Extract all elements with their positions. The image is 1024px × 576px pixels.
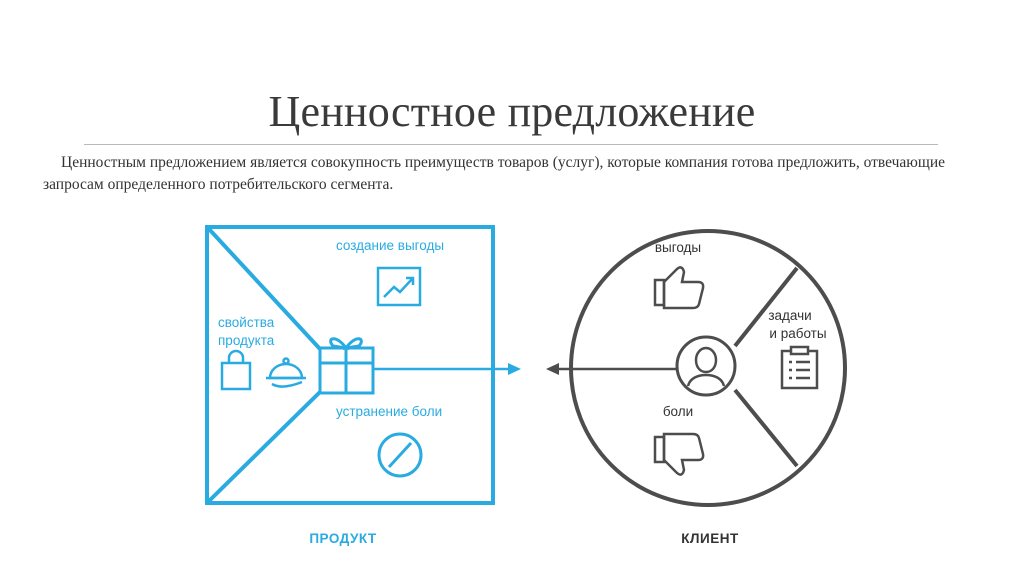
clipboard-icon [780, 345, 819, 390]
product-caption: ПРОДУКТ [309, 531, 377, 546]
product-square [205, 225, 495, 505]
product-divider-upper [207, 227, 322, 351]
gain-creators-label: создание выгоды [336, 238, 444, 253]
cloche-icon [266, 357, 306, 388]
user-icon [675, 335, 737, 397]
shopping-bag-icon [220, 349, 252, 391]
customer-divider-upper [733, 266, 799, 348]
customer-caption: КЛИЕНТ [681, 531, 739, 546]
slide-description: Ценностным предложением является совокуп… [43, 154, 945, 193]
no-entry-icon [377, 432, 423, 478]
chart-up-icon [376, 266, 422, 307]
title-divider [84, 144, 938, 145]
product-features-label-line2: продукта [218, 333, 275, 348]
jobs-label-line1: задачи [768, 308, 811, 323]
customer-arrow [546, 363, 678, 375]
thumbs-down-icon [653, 432, 705, 476]
jobs-label-line2: и работы [769, 326, 826, 341]
slide-title: Ценностное предложение [268, 87, 756, 136]
thumbs-up-icon [653, 266, 705, 310]
product-divider-lower [207, 390, 322, 503]
product-map [205, 225, 495, 505]
product-arrow [374, 363, 521, 375]
gains-label: выгоды [655, 240, 701, 255]
pain-relievers-label: устранение боли [336, 404, 442, 419]
pains-label: боли [663, 404, 693, 419]
product-features-label-line1: свойства [218, 315, 275, 330]
customer-divider-lower [733, 388, 799, 468]
gift-icon [318, 337, 375, 395]
